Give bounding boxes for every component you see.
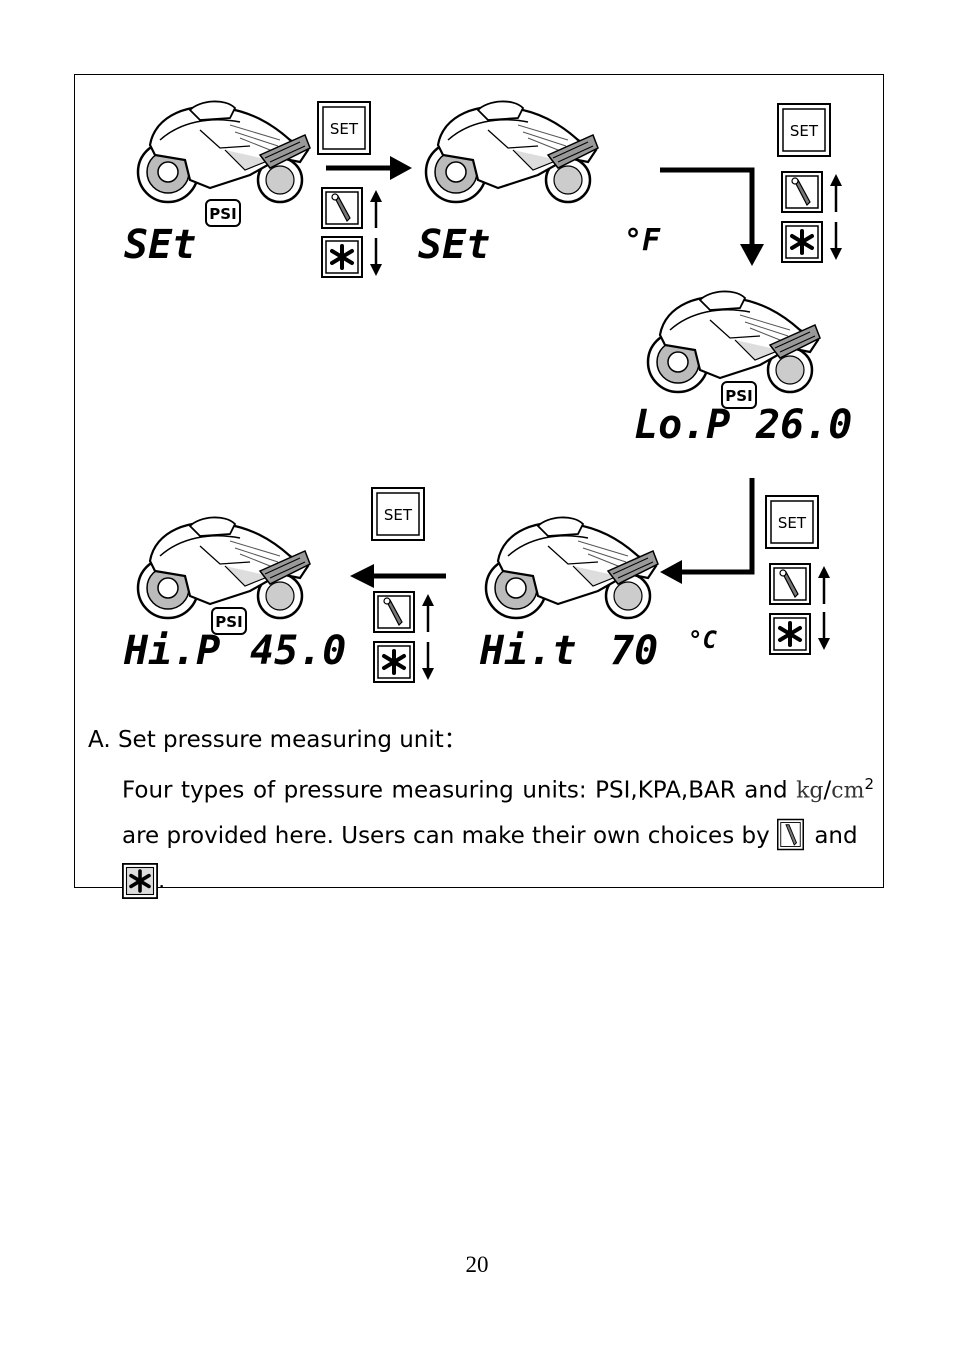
wrench-icon bbox=[321, 187, 363, 229]
unit-kg: kg bbox=[796, 778, 824, 804]
set-button-4[interactable]: SET bbox=[371, 487, 425, 541]
motorcycle-icon bbox=[136, 100, 312, 204]
wrench-icon bbox=[373, 591, 415, 633]
flow-arrow-right bbox=[326, 156, 412, 180]
screen-set-temp: SEt °F bbox=[418, 100, 661, 268]
psi-badge-1: PSI bbox=[205, 199, 241, 227]
arrow-down-icon bbox=[828, 220, 844, 262]
svg-text:PSI: PSI bbox=[209, 205, 236, 223]
wrench-button-2[interactable] bbox=[781, 171, 823, 213]
lcd-value-hit: 70 bbox=[610, 628, 658, 674]
screen-set-psi: SEt PSI bbox=[124, 100, 312, 268]
motorcycle-icon bbox=[424, 100, 600, 204]
section-heading: A. Set pressure measuring unit： bbox=[88, 727, 467, 753]
settings-flow-diagram: SEt PSI SET SEt °F bbox=[123, 100, 852, 684]
snowflake-button-2[interactable] bbox=[780, 220, 824, 264]
snowflake-icon bbox=[768, 612, 812, 656]
motorcycle-icon bbox=[484, 516, 660, 620]
set-button-1[interactable]: SET bbox=[317, 101, 371, 155]
arrow-down-icon bbox=[816, 610, 832, 652]
svg-text:SET: SET bbox=[330, 120, 359, 138]
svg-text:SET: SET bbox=[384, 506, 413, 524]
arrow-up-icon bbox=[420, 592, 436, 634]
arrow-up-icon bbox=[828, 172, 844, 214]
wrench-icon bbox=[769, 563, 811, 605]
lcd-text-hit: Hi.t bbox=[479, 628, 576, 674]
set-button-3[interactable]: SET bbox=[765, 495, 819, 549]
button-group-4: SET bbox=[371, 487, 436, 684]
unit-cm: cm bbox=[831, 778, 865, 804]
flow-arrow-left-2 bbox=[350, 564, 446, 588]
button-group-2: SET bbox=[777, 103, 844, 264]
arrow-up-icon bbox=[816, 564, 832, 606]
wrench-button-1[interactable] bbox=[321, 187, 363, 229]
psi-badge-3: PSI bbox=[721, 381, 757, 409]
flow-arrow-down bbox=[660, 167, 764, 266]
screen-high-pressure: Hi.P PSI 45.0 bbox=[123, 516, 346, 674]
lcd-text-hip: Hi.P bbox=[123, 628, 220, 674]
svg-text:PSI: PSI bbox=[215, 613, 242, 631]
flow-arrow-left-1 bbox=[660, 478, 755, 584]
screen-low-pressure: Lo.P PSI 26.0 bbox=[634, 290, 852, 448]
arrow-down-icon bbox=[368, 236, 384, 278]
snowflake-icon bbox=[122, 863, 158, 900]
wrench-icon bbox=[781, 171, 823, 213]
page-number: 20 bbox=[465, 1252, 489, 1277]
snowflake-button-3[interactable] bbox=[768, 612, 812, 656]
lcd-value-lop: 26.0 bbox=[755, 402, 852, 448]
motorcycle-icon bbox=[646, 290, 822, 394]
wrench-icon bbox=[777, 818, 805, 851]
svg-text:SET: SET bbox=[778, 514, 807, 532]
snowflake-button-1[interactable] bbox=[320, 235, 364, 279]
arrow-up-icon bbox=[368, 188, 384, 230]
snowflake-button-4[interactable] bbox=[372, 640, 416, 684]
celsius-label: °C bbox=[688, 626, 717, 654]
set-button-2[interactable]: SET bbox=[777, 103, 831, 157]
lcd-text-set-1: SEt bbox=[124, 222, 196, 268]
figure-frame bbox=[74, 74, 884, 888]
wrench-button-4[interactable] bbox=[373, 591, 415, 633]
lcd-text-set-2: SEt bbox=[418, 222, 490, 268]
arrow-down-icon bbox=[420, 640, 436, 682]
snowflake-icon bbox=[320, 235, 364, 279]
motorcycle-icon bbox=[136, 516, 312, 620]
snowflake-icon bbox=[780, 220, 824, 264]
screen-high-temp: Hi.t 70 °C bbox=[479, 516, 717, 674]
button-group-1: SET bbox=[317, 101, 384, 279]
svg-text:SET: SET bbox=[790, 122, 819, 140]
unit-exponent: 2 bbox=[864, 775, 874, 793]
button-group-3: SET bbox=[765, 495, 832, 656]
lcd-value-hip: 45.0 bbox=[250, 628, 346, 674]
snowflake-icon bbox=[372, 640, 416, 684]
wrench-button-3[interactable] bbox=[769, 563, 811, 605]
fahrenheit-label: °F bbox=[624, 223, 661, 258]
psi-badge-5: PSI bbox=[211, 607, 247, 635]
lcd-text-lop: Lo.P bbox=[634, 402, 730, 448]
section-paragraph: Four types of pressure measuring units: … bbox=[122, 762, 874, 904]
unit-slash: / bbox=[823, 777, 832, 804]
svg-text:PSI: PSI bbox=[725, 387, 752, 405]
